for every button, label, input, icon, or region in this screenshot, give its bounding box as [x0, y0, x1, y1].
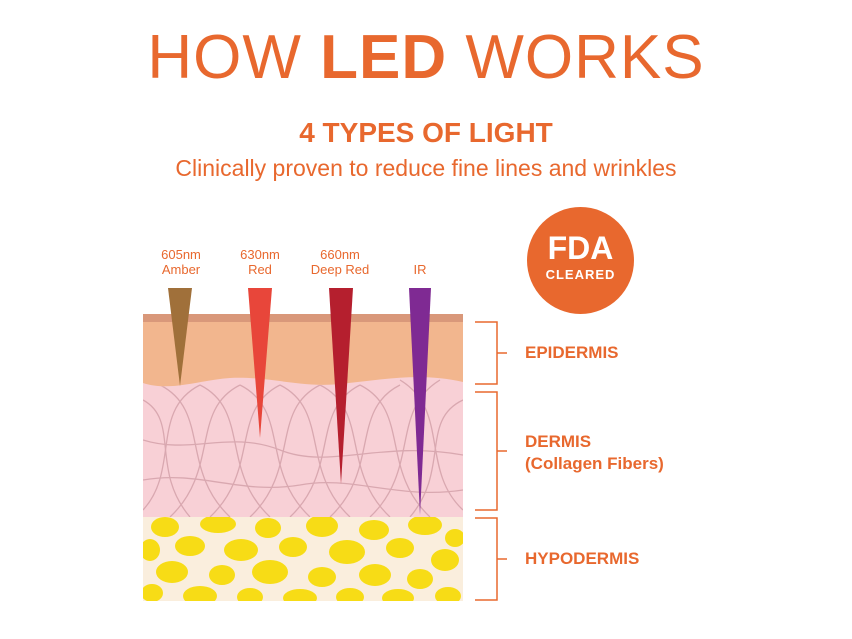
amber-light-beam: [168, 288, 192, 386]
hypodermis-label: HYPODERMIS: [525, 549, 640, 568]
badge-cleared-text: CLEARED: [545, 267, 616, 282]
wavelength-amber-name: Amber: [161, 262, 201, 277]
wavelength-red-nm: 630nm: [240, 247, 280, 262]
fda-cleared-badge: FDA CLEARED: [527, 207, 634, 314]
collagen-fibers: [143, 379, 463, 517]
epidermis-label: EPIDERMIS: [525, 343, 619, 362]
epidermis-bracket: [475, 321, 507, 385]
title-prefix: HOW: [147, 23, 321, 92]
dermis-label: DERMIS (Collagen Fibers): [525, 431, 664, 475]
wavelength-deep-red-nm: 660nm: [320, 247, 360, 262]
wavelength-deep-red-name: Deep Red: [310, 262, 370, 277]
dermis-label-line2: (Collagen Fibers): [525, 454, 664, 473]
main-title: HOW LED WORKS: [0, 22, 852, 94]
wavelength-red-name: Red: [248, 262, 272, 277]
wavelength-label-red: 630nm Red: [215, 247, 305, 277]
wavelength-label-ir: IR: [375, 247, 465, 277]
wavelength-amber-nm: 605nm: [161, 247, 201, 262]
fat-cells: [143, 517, 463, 601]
hypodermis-bracket: [475, 517, 507, 601]
wavelength-label-amber: 605nm Amber: [136, 247, 226, 277]
title-bold: LED: [320, 23, 448, 92]
title-suffix: WORKS: [447, 23, 705, 92]
badge-fda-text: FDA: [547, 230, 614, 266]
skin-surface: [143, 314, 463, 322]
deep-red-light-beam: [329, 288, 353, 484]
dermis-label-line1: DERMIS: [525, 432, 592, 451]
ir-light-beam: [409, 288, 431, 515]
subtitle: 4 TYPES OF LIGHT: [299, 117, 553, 148]
dermis-bracket: [475, 391, 507, 511]
wavelength-ir-name: IR: [413, 262, 427, 277]
epidermis-layer: [143, 322, 463, 387]
wavelength-label-deep-red: 660nm Deep Red: [295, 247, 385, 277]
tagline: Clinically proven to reduce fine lines a…: [175, 155, 677, 181]
red-light-beam: [248, 288, 272, 438]
